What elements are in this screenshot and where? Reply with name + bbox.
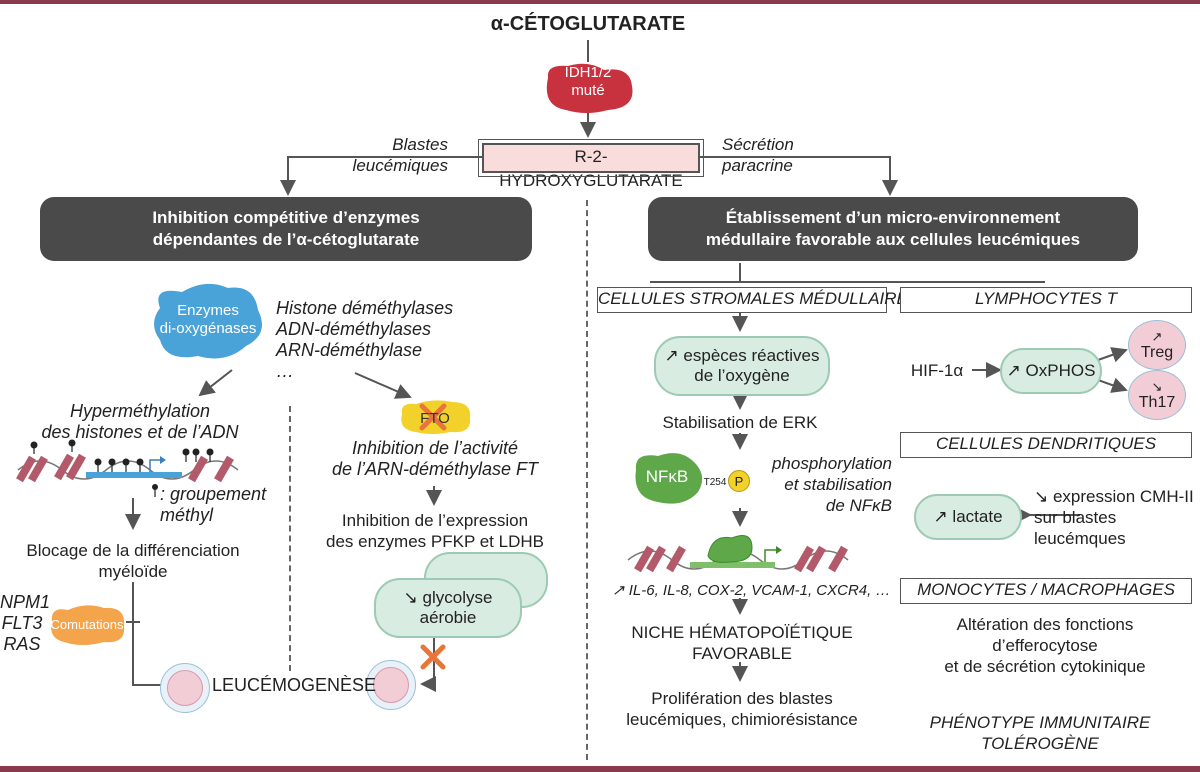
fto-blob [401, 400, 471, 434]
blast-cell-right-nucleus [373, 667, 409, 703]
dna-strand-left [16, 439, 239, 497]
arrow-to-right-banner [698, 156, 898, 196]
dendritic-title: CELLULES DENDRITIQUES [935, 434, 1157, 453]
phosphate-icon: P [728, 470, 750, 492]
alpha-ketoglutarate: α-CÉTOGLUTARATE [490, 13, 686, 35]
expression-inhibition-label: Inhibition de l’expression des enzymes P… [326, 511, 544, 551]
dna-strand-right [627, 535, 849, 573]
left-branch-label: Blastes leucémiques [352, 135, 448, 175]
fto-inhibition-label: Inhibition de l’activité de l’ARN-déméth… [331, 438, 539, 479]
enzymes-blob-label: Enzymes di-oxygénases [159, 302, 257, 337]
left-banner: Inhibition compétitive d’enzymes dépenda… [40, 197, 532, 261]
right-branch-label: Sécrétion paracrine [722, 135, 794, 175]
oxphos-mitochondrion: ↗ OxPHOS [1000, 348, 1102, 394]
ros-label: ↗ espèces réactives de l’oxygène [664, 346, 820, 385]
hypermethylation-label: Hyperméthylation des histones et de l’AD… [41, 401, 239, 442]
r2hg-label: R-2-HYDROXYGLUTARATE [499, 147, 683, 190]
r2hg-box: R-2-HYDROXYGLUTARATE [478, 139, 704, 190]
phenotype-label: PHÉNOTYPE IMMUNITAIRE TOLÉROGÈNE [929, 713, 1151, 753]
lactate-label: ↗ lactate [933, 507, 1003, 526]
th17-label: Th17 [1138, 394, 1176, 411]
idh-mutant-blob [546, 63, 633, 113]
bottom-border [0, 766, 1200, 772]
th17-cell: ↘ Th17 [1128, 370, 1186, 420]
lymph-title: LYMPHOCYTES T [974, 289, 1118, 308]
mono-title-box: MONOCYTES / MACROPHAGES [900, 578, 1192, 604]
cytokines-label: ↗ IL-6, IL-8, COX-2, VCAM-1, CXCR4, … [612, 582, 891, 599]
blocage-label: Blocage de la différenciation myéloïde [26, 541, 240, 581]
oxphos-label: ↗ OxPHOS [1006, 361, 1096, 380]
enzyme-list: Histone déméthylases ADN-déméthylases AR… [276, 298, 454, 381]
top-border [0, 0, 1200, 4]
erk-label: Stabilisation de ERK [662, 413, 818, 432]
proliferation-label: Prolifération des blastes leucémiques, c… [626, 689, 858, 729]
enzymes-blob [154, 283, 262, 359]
nfkb-blob [635, 453, 703, 504]
fto-label: FTO [420, 410, 450, 427]
arrow-to-treg [1097, 347, 1128, 363]
divider-center [586, 200, 588, 760]
arrow-glyco-cell [420, 632, 436, 692]
glycolyse-label: ↘ glycolyse aérobie [403, 588, 493, 627]
stromal-title: CELLULES STROMALES MÉDULLAIRES [598, 289, 920, 308]
leucemogenese-label: LEUCÉMOGENÈSE [212, 675, 377, 695]
alteration-label: Altération des fonctions d’efferocytose … [944, 615, 1146, 676]
phospho-label: phosphorylation et stabilisation de NFκB [771, 454, 892, 515]
cross-icon [420, 644, 446, 670]
lymph-title-box: LYMPHOCYTES T [900, 287, 1192, 313]
blast-cell-right [366, 660, 416, 710]
right-banner-text: Établissement d’un micro-environnement m… [705, 208, 1081, 249]
t254-label: T254 [703, 477, 727, 488]
lactate-mitochondrion: ↗ lactate [914, 494, 1022, 540]
arrow-to-left-banner [280, 156, 482, 196]
niche-label: NICHE HÉMATOPOÏÉTIQUE FAVORABLE [631, 623, 853, 663]
hif-label: HIF-1α [910, 361, 964, 380]
treg-label: Treg [1140, 344, 1174, 361]
left-banner-text: Inhibition compétitive d’enzymes dépenda… [152, 208, 420, 249]
arrow-to-fto [354, 372, 412, 399]
mono-title: MONOCYTES / MACROPHAGES [917, 580, 1175, 599]
comutations-blob [51, 605, 125, 645]
arrow-to-hypermethylation [198, 369, 233, 397]
treg-arrow: ↗ [1151, 329, 1163, 344]
right-banner: Établissement d’un micro-environnement m… [648, 197, 1138, 261]
divider-left [289, 406, 291, 671]
mitochondrion-glycolyse: ↘ glycolyse aérobie [374, 578, 522, 638]
comutations-label: Comutations [50, 617, 124, 632]
dendritic-title-box: CELLULES DENDRITIQUES [900, 432, 1192, 458]
mutations-list: NPM1 FLT3 RAS [0, 592, 51, 654]
blast-cell-left [160, 663, 210, 713]
arrow-to-th17 [1097, 377, 1128, 393]
ros-mitochondrion: ↗ espèces réactives de l’oxygène [654, 336, 830, 396]
stromal-title-box: CELLULES STROMALES MÉDULLAIRES [597, 287, 919, 313]
cmh-label: ↘ expression CMH-II sur blastes leucémqu… [1034, 487, 1194, 548]
idh-label: IDH1/2 muté [564, 64, 612, 99]
treg-cell: ↗ Treg [1128, 320, 1186, 370]
nfkb-label: NFκB [645, 467, 689, 486]
th17-arrow: ↘ [1151, 379, 1163, 394]
methyl-legend: : groupement méthyl [160, 484, 267, 525]
blast-cell-left-nucleus [167, 670, 203, 706]
phosphate-label: P [734, 473, 744, 489]
